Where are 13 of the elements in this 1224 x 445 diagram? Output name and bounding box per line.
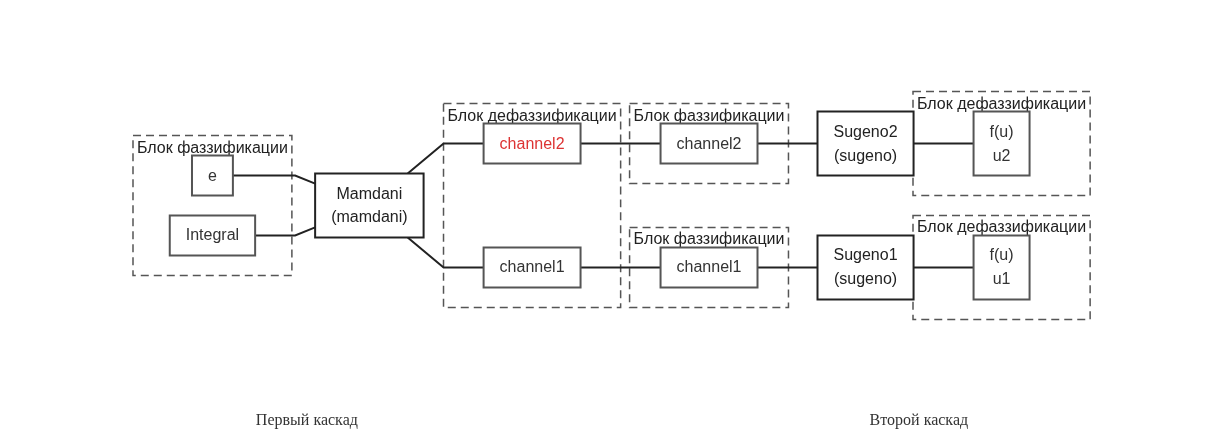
node-box: Integral xyxy=(169,214,257,257)
node-box: channel1 xyxy=(483,246,582,289)
cascade-label: Первый каскад xyxy=(255,411,358,431)
node-box: e xyxy=(191,154,235,197)
node-box: Sugeno2 (sugeno) xyxy=(816,110,915,177)
node-box: Sugeno1 (sugeno) xyxy=(816,234,915,301)
node-box: Mamdani (mamdani) xyxy=(314,172,426,239)
cascade-label: Второй каскад xyxy=(869,411,969,431)
node-box: f(u) u2 xyxy=(973,110,1031,177)
node-box: channel2 xyxy=(660,122,759,165)
node-box: channel2 xyxy=(483,122,582,165)
node-box: channel1 xyxy=(660,246,759,289)
node-box: f(u) u1 xyxy=(973,234,1031,301)
